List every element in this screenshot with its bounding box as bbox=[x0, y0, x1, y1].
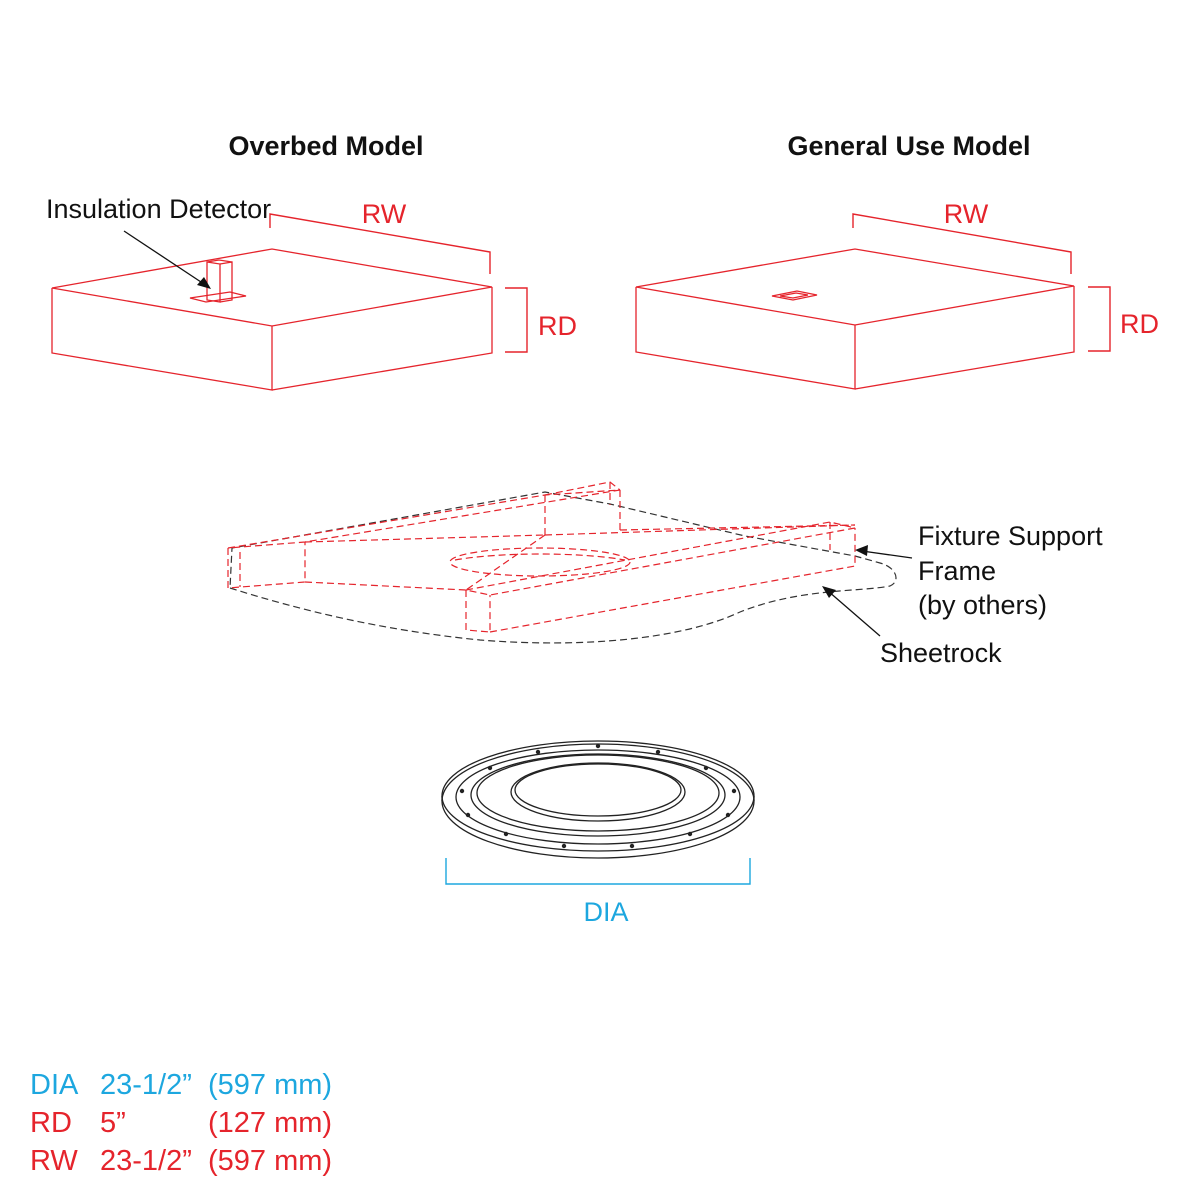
general-title: General Use Model bbox=[787, 131, 1030, 161]
spec-mm: (127 mm) bbox=[208, 1107, 333, 1139]
frame-arrowhead bbox=[855, 545, 868, 556]
spec-mm: (597 mm) bbox=[208, 1069, 333, 1101]
insulation-detector-leader bbox=[123, 230, 205, 285]
spec-mm: (597 mm) bbox=[208, 1145, 333, 1177]
frame-leader bbox=[861, 550, 913, 559]
overbed-title: Overbed Model bbox=[228, 131, 423, 161]
sheetrock-arrowhead bbox=[822, 586, 836, 598]
insulation-detector-label: Insulation Detector bbox=[46, 194, 271, 224]
frame-label-line2: Frame bbox=[918, 556, 996, 586]
overbed-rd-dimension bbox=[505, 287, 528, 353]
installation-diagram: Fixture Support Frame (by others) Sheetr… bbox=[227, 481, 1103, 668]
overbed-housing-box bbox=[51, 248, 493, 391]
insulation-detector-arrowhead bbox=[197, 277, 211, 289]
sheetrock-label: Sheetrock bbox=[880, 638, 1002, 668]
spec-row-rw: RW 23-1/2” (597 mm) bbox=[30, 1142, 450, 1180]
overbed-model: Overbed Model RW RD Insulation Detector bbox=[46, 131, 577, 391]
sheetrock-leader bbox=[827, 590, 881, 637]
general-use-model: General Use Model RW RD bbox=[635, 131, 1159, 390]
overbed-rw-label: RW bbox=[362, 199, 407, 229]
spec-in: 5” bbox=[100, 1107, 126, 1139]
overbed-rd-label: RD bbox=[538, 311, 577, 341]
sheetrock-outline bbox=[229, 491, 897, 644]
spec-code: DIA bbox=[30, 1069, 79, 1101]
general-rd-dimension bbox=[1088, 286, 1111, 352]
round-trim: DIA bbox=[441, 740, 755, 927]
spec-row-rd: RD 5” (127 mm) bbox=[30, 1104, 450, 1142]
general-rd-label: RD bbox=[1120, 309, 1159, 339]
general-rw-dimension bbox=[852, 213, 1072, 274]
spec-code: RW bbox=[30, 1145, 78, 1177]
overbed-rw-dimension bbox=[269, 213, 491, 274]
frame-label-line1: Fixture Support bbox=[918, 521, 1103, 551]
trim-mounting-holes bbox=[459, 743, 737, 849]
general-rw-label: RW bbox=[944, 199, 989, 229]
spec-code: RD bbox=[30, 1107, 72, 1139]
spec-row-dia: DIA 23-1/2” (597 mm) bbox=[30, 1066, 450, 1104]
fixture-support-frame bbox=[227, 481, 856, 633]
spec-in: 23-1/2” bbox=[100, 1069, 192, 1101]
spec-in: 23-1/2” bbox=[100, 1145, 192, 1177]
dia-dimension bbox=[445, 858, 751, 885]
dia-label: DIA bbox=[583, 897, 628, 927]
general-housing-box bbox=[635, 248, 1075, 390]
spec-table: DIA 23-1/2” (597 mm) RD 5” (127 mm) RW 23-1/2” (… bbox=[30, 1066, 450, 1180]
frame-label-line3: (by others) bbox=[918, 590, 1047, 620]
